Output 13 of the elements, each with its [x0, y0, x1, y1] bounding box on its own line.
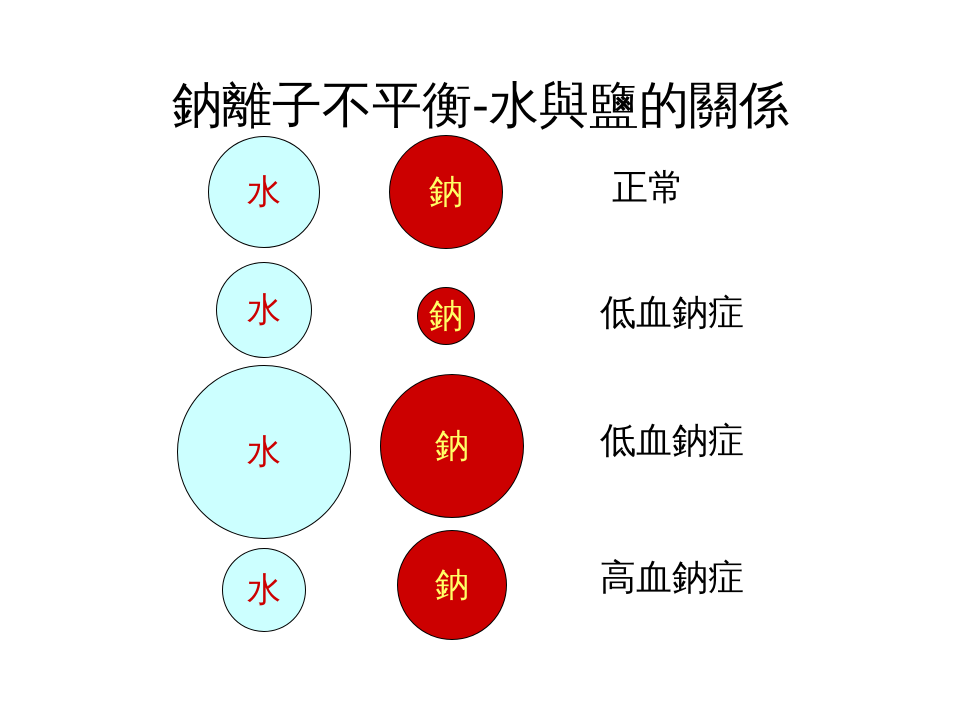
- circle-label: 水: [247, 573, 281, 607]
- circle-label: 水: [247, 435, 281, 469]
- circle-label: 鈉: [429, 299, 463, 333]
- circle-label: 水: [247, 175, 281, 209]
- row-label: 低血鈉症: [600, 420, 744, 464]
- circle-label: 鈉: [429, 175, 463, 209]
- circle-label: 水: [247, 293, 281, 327]
- row-label: 低血鈉症: [600, 292, 744, 336]
- row-label: 高血鈉症: [600, 556, 744, 600]
- circle-label: 鈉: [435, 568, 469, 602]
- row-label: 正常: [612, 166, 684, 210]
- title: 鈉離子不平衡-水與鹽的關係: [171, 75, 790, 136]
- circle-label: 鈉: [435, 429, 469, 463]
